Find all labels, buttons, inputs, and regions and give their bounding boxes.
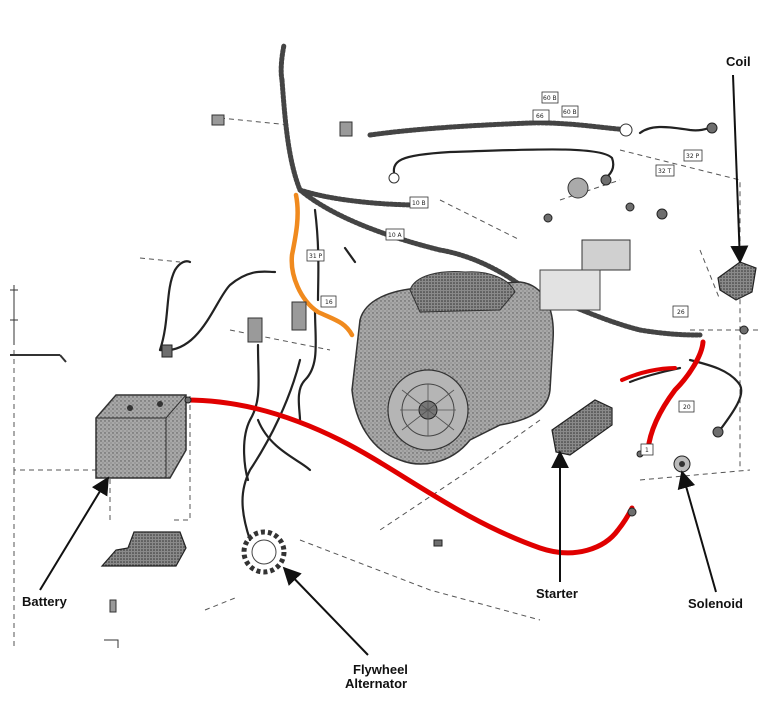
svg-text:1: 1 (645, 447, 649, 454)
svg-text:32 T: 32 T (658, 168, 672, 175)
battery-tray (100, 531, 187, 567)
coil-arrow (730, 74, 749, 264)
svg-text:10 A: 10 A (388, 232, 403, 239)
wire-tag-32p: 32 P (683, 149, 703, 162)
svg-text:32 P: 32 P (686, 153, 700, 160)
solenoid-label: Solenoid (688, 596, 743, 611)
solenoid (673, 455, 691, 473)
misc-hardware (10, 114, 749, 648)
wire-tag-31p: 31 P (306, 249, 325, 262)
wire-tag-60b-2: 60 B (561, 105, 579, 118)
wire-tag-32t: 32 T (655, 164, 675, 177)
flywheel-alternator (241, 529, 287, 575)
battery-cable (182, 397, 635, 556)
solenoid-lead (620, 366, 677, 382)
svg-text:60 B: 60 B (543, 95, 557, 102)
wire-tag-20: 20 (678, 400, 695, 413)
wire-tags: 66 60 B 60 B 32 P 32 T 10 B 10 A 31 P 16… (306, 91, 703, 456)
alternator-arrow (282, 566, 369, 656)
battery-label: Battery (22, 594, 68, 609)
flywheel-alternator-label-line2: Alternator (345, 676, 407, 691)
engine (351, 271, 554, 465)
highlighted-alternator-wire (289, 192, 355, 338)
svg-text:26: 26 (677, 309, 685, 316)
callout-arrows (39, 74, 749, 656)
wire-tag-26: 26 (672, 305, 689, 318)
starter-cable (645, 339, 706, 453)
wire-tag-16: 16 (320, 295, 337, 308)
svg-text:16: 16 (325, 299, 333, 306)
svg-text:10 B: 10 B (412, 200, 426, 207)
svg-text:20: 20 (683, 404, 691, 411)
battery (95, 394, 187, 479)
starter-motor (551, 399, 613, 456)
coil-label: Coil (726, 54, 751, 69)
wire-tag-1: 1 (640, 443, 654, 456)
component-labels: Coil Battery Starter Solenoid Flywheel A… (22, 54, 751, 691)
wire-tag-10a: 10 A (385, 228, 405, 241)
battery-arrow (39, 476, 109, 591)
svg-text:31 P: 31 P (309, 253, 323, 260)
starter-label: Starter (536, 586, 578, 601)
ignition-coil (717, 261, 757, 301)
solenoid-arrow (677, 470, 717, 593)
svg-text:66: 66 (536, 113, 544, 120)
wire-tag-60b: 60 B (541, 91, 559, 104)
wire-tag-66: 66 (532, 109, 550, 122)
wire-tag-10b: 10 B (409, 196, 429, 209)
svg-text:60 B: 60 B (563, 109, 577, 116)
flywheel-alternator-label-line1: Flywheel (353, 662, 408, 677)
